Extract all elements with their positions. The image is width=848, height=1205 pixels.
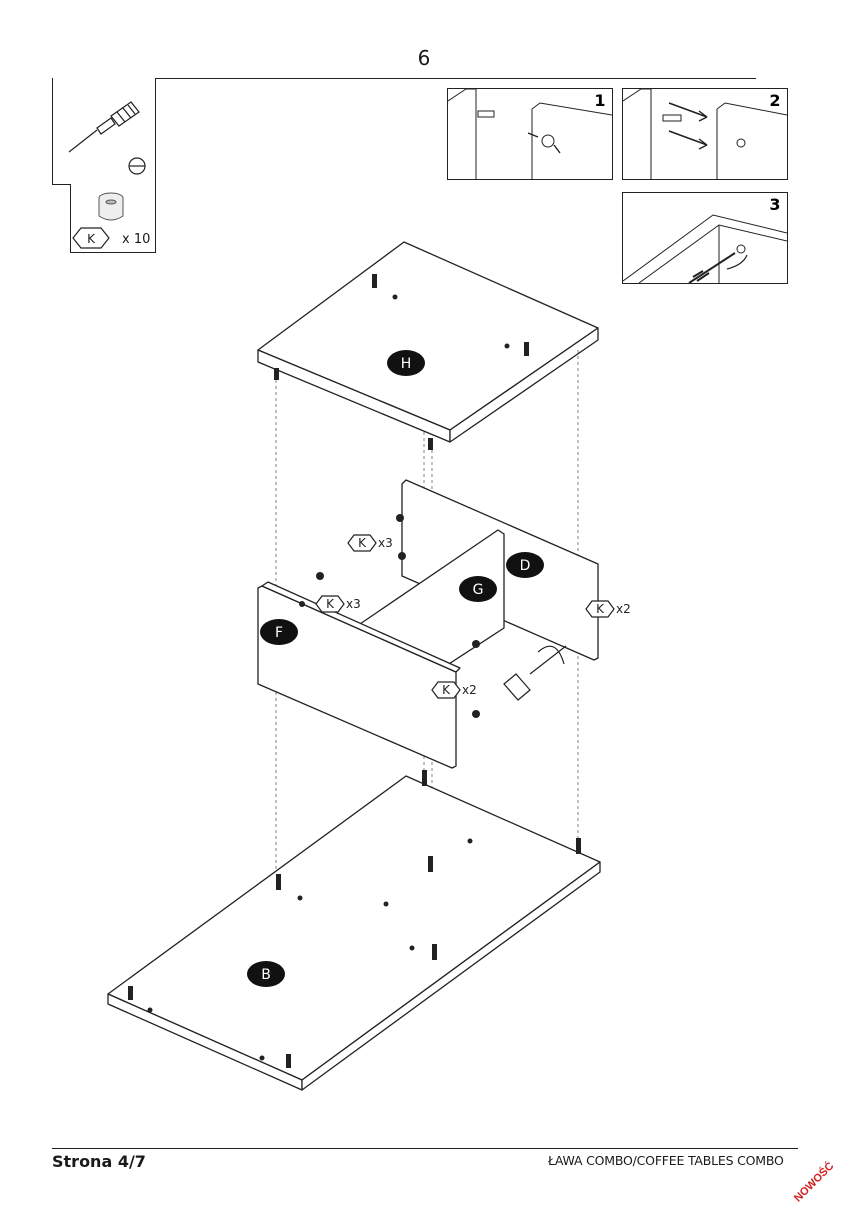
k-label: K [326,597,335,611]
detail-number: 3 [769,195,780,214]
k-label: K [596,602,605,616]
quantity-label: x 10 [122,232,151,247]
flat-head-icon [128,157,146,175]
page-indicator: Strona 4/7 [52,1152,146,1171]
parts-box: K [70,184,156,253]
detail-box-1: 1 [447,88,613,180]
k-label: K [87,232,96,246]
panel-letter: F [275,625,283,641]
header-rule [52,78,756,79]
panel-letter: B [261,967,271,983]
k-label: K [442,683,451,697]
k-callout-qty: x2 [616,602,631,616]
detail-box-2: 2 [622,88,788,180]
tool-box [52,78,156,185]
detail-number: 1 [594,91,605,110]
detail-number: 2 [769,91,780,110]
k-callout-qty: x3 [378,536,393,550]
k-callout-qty: x3 [346,597,361,611]
cam-lock-icon: K [72,192,124,249]
detail-box-3: 3 [622,192,788,284]
k-label: K [358,536,367,550]
step-number: 6 [417,46,431,70]
panel-letter: D [520,558,531,574]
panel-top [257,241,599,431]
screwdriver-icon [68,101,146,175]
panel-letter: G [473,582,484,598]
panel-letter: H [401,356,412,372]
k-callout-qty: x2 [462,683,477,697]
product-name: ŁAWA COMBO/COFFEE TABLES COMBO [548,1153,784,1168]
footer-rule [52,1148,798,1149]
